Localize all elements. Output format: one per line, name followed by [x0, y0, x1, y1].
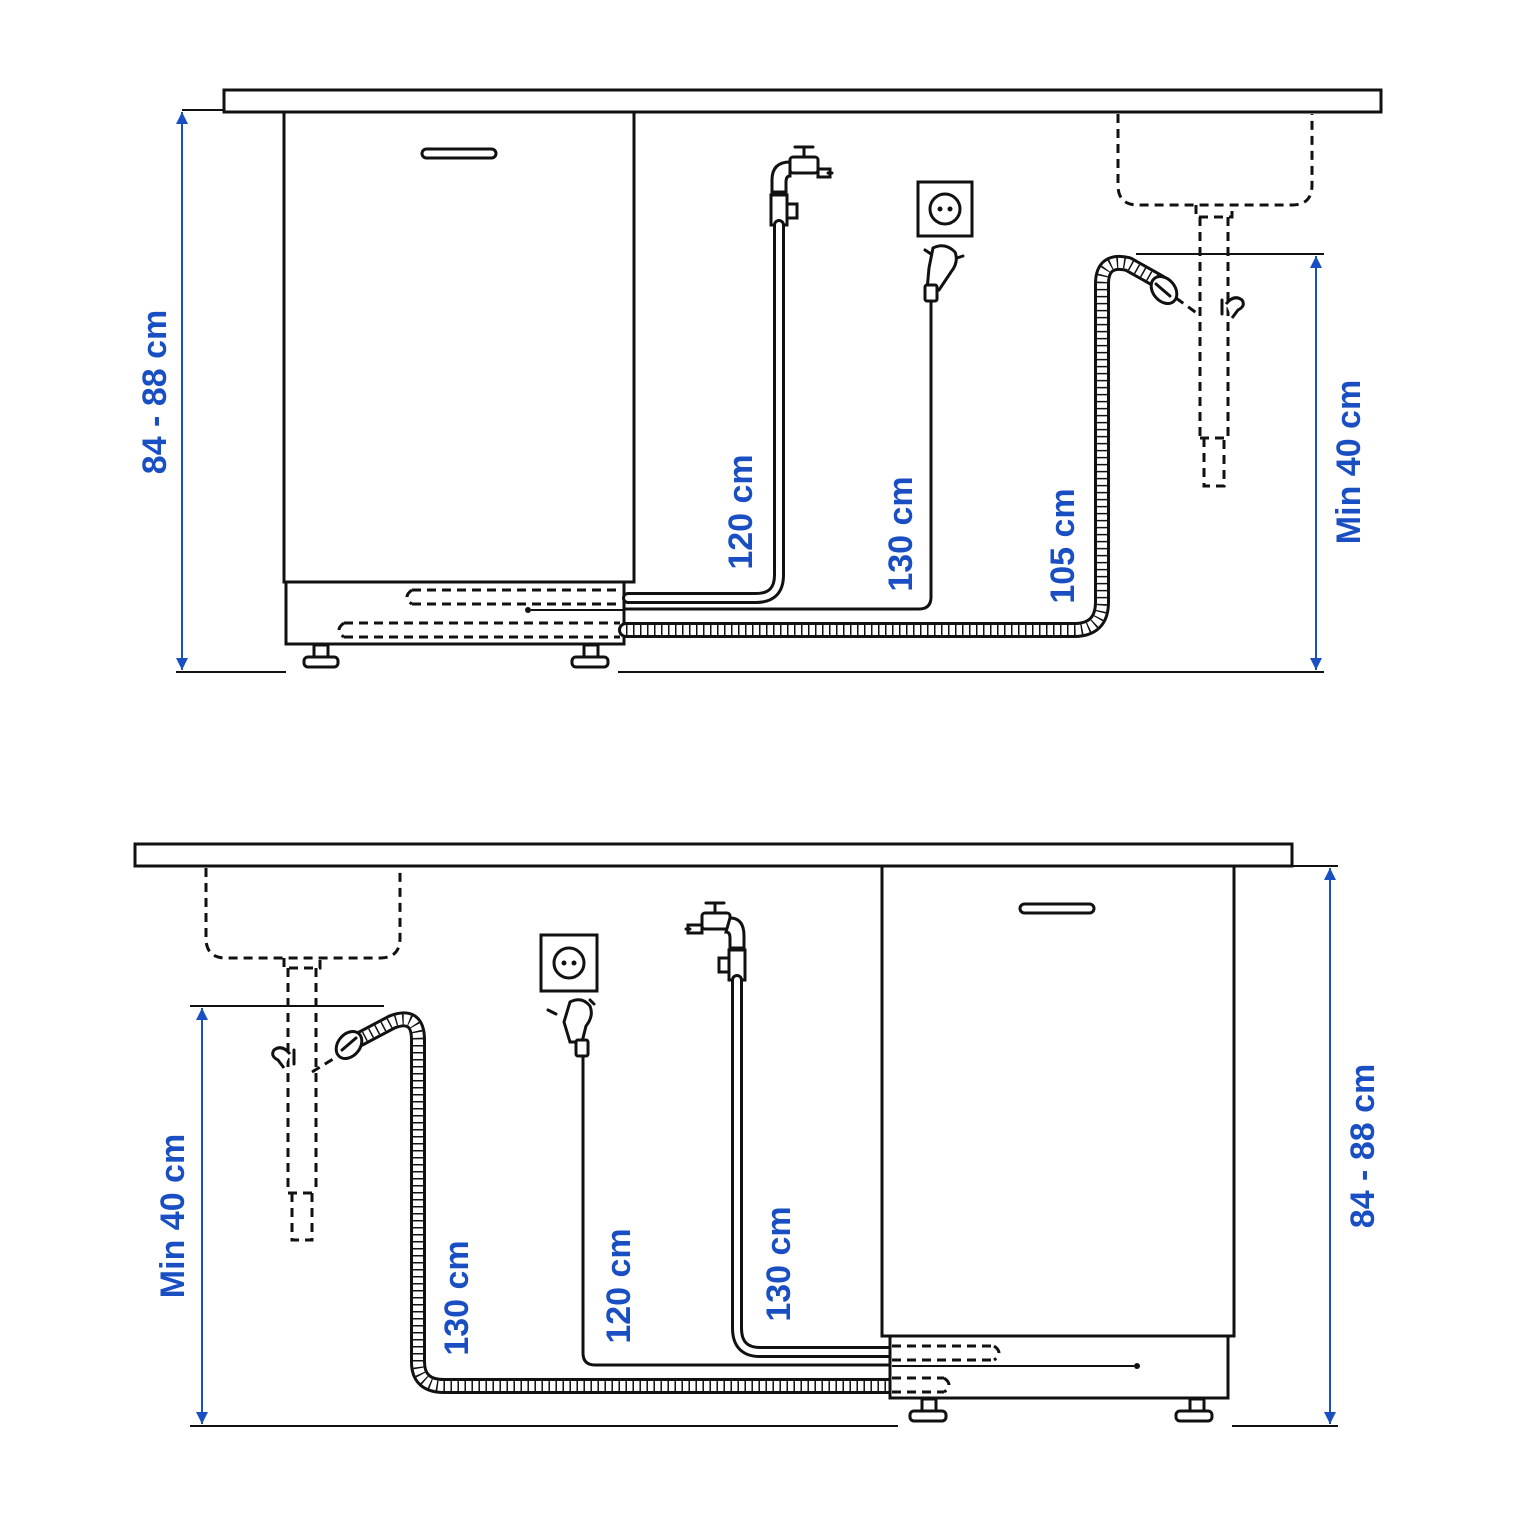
hose-clamp-icon: [1149, 275, 1179, 305]
dimension-drain-height: [618, 253, 1324, 673]
top-drain-height-label: Min 40 cm: [1330, 380, 1368, 544]
dimension-height-total: [1232, 865, 1338, 1427]
dishwasher-plinth: [284, 580, 626, 646]
sink-basin-icon: [204, 868, 402, 960]
bottom-inlet-hose-label: 130 cm: [760, 1206, 798, 1321]
adjustable-foot-icon: [1174, 1397, 1214, 1423]
top-power-cable-label: 130 cm: [882, 476, 920, 591]
bottom-diagram: Min 40 cm 130 cm 120 cm 130 cm 84 - 88 c…: [133, 842, 1382, 1427]
bottom-power-cable-label: 120 cm: [600, 1228, 638, 1343]
wall-socket-icon: [916, 180, 974, 238]
top-inlet-hose-label: 120 cm: [722, 454, 760, 569]
adjustable-foot-icon: [570, 643, 610, 669]
drain-pipe-icon: [1175, 205, 1245, 488]
door-handle-icon: [420, 147, 498, 160]
sink-basin-icon: [1116, 114, 1314, 207]
hose-clamp-icon: [334, 1030, 364, 1060]
power-cable: [624, 299, 933, 611]
top-height-label: 84 - 88 cm: [136, 310, 174, 474]
water-tap-icon: [770, 145, 834, 194]
wall-socket-icon: [539, 933, 599, 993]
dishwasher-unit: [880, 864, 1236, 1423]
dishwasher-unit: [282, 110, 636, 669]
door-handle-icon: [1018, 902, 1096, 915]
power-cable: [581, 1054, 892, 1367]
bottom-height-label: 84 - 88 cm: [1344, 1064, 1382, 1228]
power-plug-icon: [923, 244, 965, 303]
dimension-drain-height: [190, 1005, 898, 1427]
drain-pipe-icon: [271, 958, 339, 1242]
water-tap-icon: [684, 901, 746, 950]
countertop: [222, 88, 1383, 114]
top-diagram: 84 - 88 cm 120 cm 130 cm 105 cm Min 40 c…: [136, 88, 1383, 673]
top-drain-hose-label: 105 cm: [1044, 488, 1082, 603]
bottom-drain-hose-label: 130 cm: [438, 1240, 476, 1355]
bottom-drain-height-label: Min 40 cm: [154, 1134, 192, 1298]
countertop: [133, 842, 1294, 868]
adjustable-foot-icon: [302, 643, 340, 669]
adjustable-foot-icon: [908, 1397, 948, 1423]
dimension-height-total: [176, 109, 286, 673]
power-plug-icon: [546, 998, 596, 1058]
